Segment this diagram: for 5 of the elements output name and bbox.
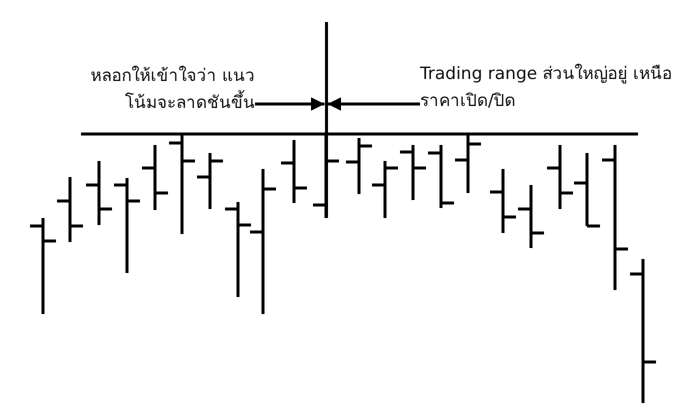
arrow [255,97,324,111]
divider-line [324,22,328,218]
annotation-text: หลอกให้เข้าใจว่า แนวโน้มจะลาดชันขึ้น [90,64,255,115]
arrow [328,97,420,111]
annotation-text: Trading range ส่วนใหญ่อยู่ เหนือราคาเปิด/ปิด [420,62,674,113]
